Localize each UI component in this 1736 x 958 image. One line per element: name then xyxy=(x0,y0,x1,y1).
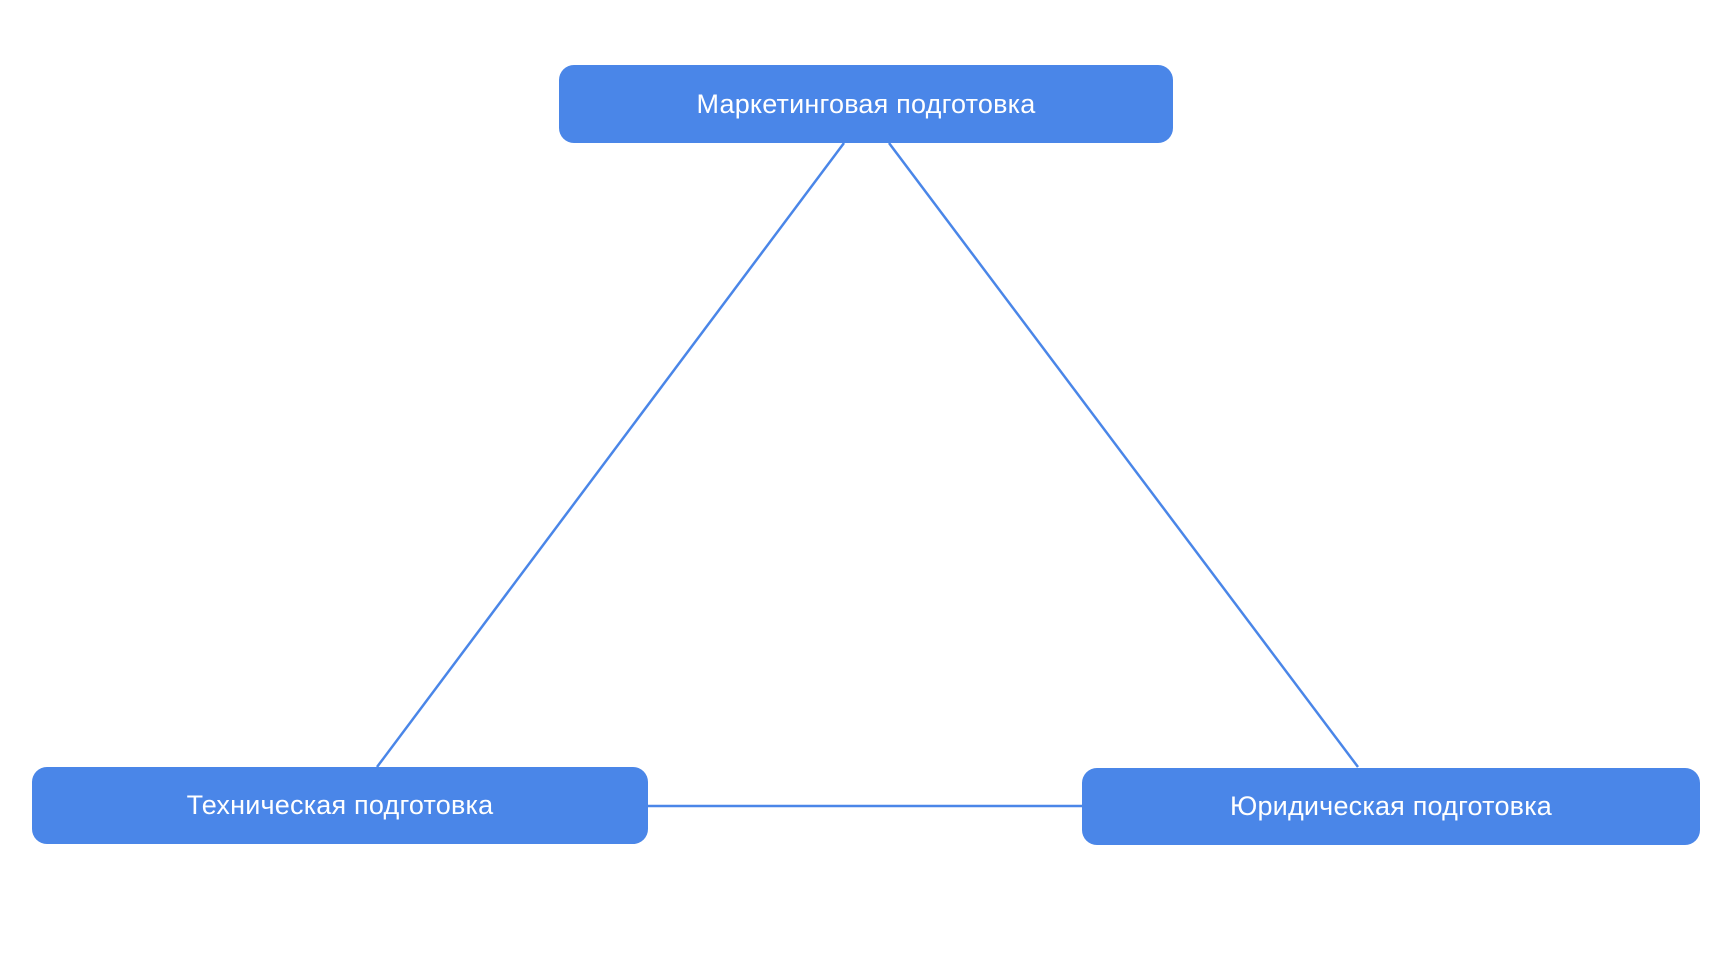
node-legal-label: Юридическая подготовка xyxy=(1229,791,1553,821)
edge-marketing-technical[interactable] xyxy=(375,142,846,768)
edge-marketing-legal[interactable] xyxy=(888,142,1359,768)
node-technical-label: Техническая подготовка xyxy=(186,790,494,820)
node-legal[interactable]: Юридическая подготовка xyxy=(1082,768,1700,845)
node-marketing[interactable]: Маркетинговая подготовка xyxy=(559,65,1173,143)
node-marketing-label: Маркетинговая подготовка xyxy=(696,88,1036,119)
node-technical[interactable]: Техническая подготовка xyxy=(32,767,648,844)
